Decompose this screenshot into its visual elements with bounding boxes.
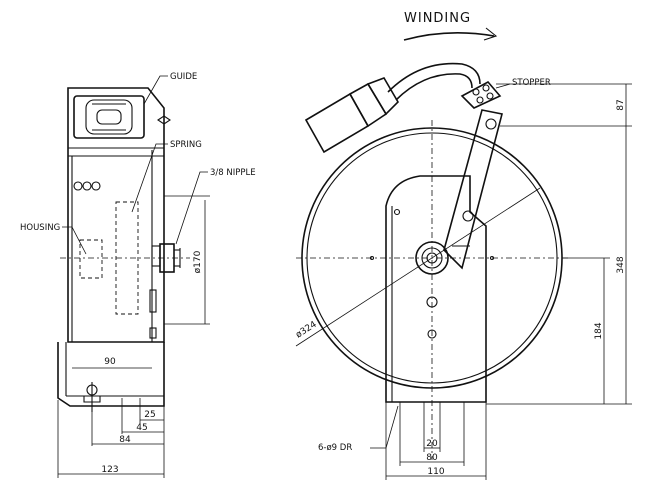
plate-bolt-2 — [426, 296, 438, 308]
hub-inner — [426, 252, 438, 264]
ball-2 — [82, 181, 92, 191]
dim-d170: ø170 — [193, 250, 203, 273]
ball-3 — [91, 181, 101, 191]
dim-d324: ø324 — [294, 320, 319, 341]
dim-123: 123 — [101, 465, 118, 475]
guide-block — [73, 95, 171, 139]
front-view — [295, 27, 570, 460]
plate-bolt-3 — [427, 329, 437, 339]
hose-end-fitting — [304, 77, 400, 154]
dia-line-324 — [295, 187, 541, 347]
plate-bolt-1 — [462, 210, 474, 222]
dim-25: 25 — [144, 410, 155, 420]
side-labels: GUIDE SPRING 3/8 NIPPLE HOUSING — [20, 72, 256, 255]
dim-90: 90 — [104, 357, 116, 367]
dim-110: 110 — [427, 467, 444, 477]
hose-lower — [395, 73, 473, 101]
dim-20: 20 — [426, 439, 438, 449]
side-dimensions: ø170 90 25 45 84 123 — [57, 195, 210, 478]
hub-mid — [421, 247, 443, 269]
stopper-assembly — [460, 80, 502, 109]
side-housing-outline — [67, 87, 165, 343]
housing-hidden — [79, 239, 103, 279]
hose-upper — [387, 62, 481, 93]
base-bracket — [57, 342, 165, 407]
front-labels: WINDING STOPPER 6-ø9 DR — [318, 11, 551, 453]
label-holes: 6-ø9 DR — [318, 443, 352, 453]
hub-outer — [415, 241, 449, 275]
base-bolt — [83, 382, 101, 412]
dim-80: 80 — [426, 453, 438, 463]
label-housing: HOUSING — [20, 223, 60, 233]
hub-plate — [151, 245, 161, 267]
dim-45: 45 — [136, 423, 147, 433]
label-stopper: STOPPER — [512, 78, 551, 88]
side-fitting — [149, 289, 157, 313]
label-guide: GUIDE — [170, 72, 197, 82]
label-nipple: 3/8 NIPPLE — [210, 168, 256, 178]
ball-1 — [73, 181, 83, 191]
dim-84: 84 — [119, 435, 131, 445]
label-spring: SPRING — [170, 140, 202, 150]
side-view — [57, 87, 190, 412]
swing-arm — [443, 109, 503, 270]
dim-184: 184 — [594, 322, 604, 339]
winding-arrow — [403, 32, 495, 41]
front-dimensions: ø324 87 348 184 20 80 110 — [294, 83, 632, 480]
label-winding: WINDING — [404, 11, 471, 26]
dim-348: 348 — [616, 256, 626, 273]
mount-plate — [385, 175, 487, 403]
dim-87: 87 — [616, 99, 626, 110]
